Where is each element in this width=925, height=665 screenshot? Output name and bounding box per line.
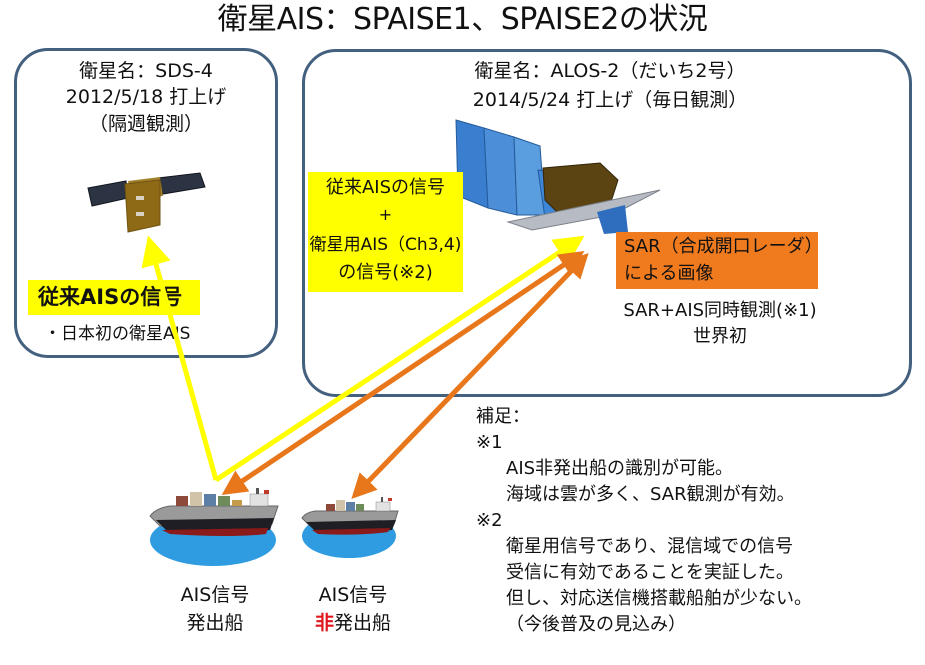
ship2-label-line2: 非発出船 [288,610,418,636]
sar-image-line-1: SAR（合成開口レーダ） [624,236,823,257]
combined-ais-line-2: + [378,205,393,224]
combined-ais-line-1: 従来AISの信号 [325,177,446,198]
note-1-mark: ※1 [476,432,503,453]
note-2-line-3: 但し、対応送信機搭載船舶が少ない。 [506,588,812,609]
alos2-name: 衛星名：ALOS-2（だいち2号） [474,60,746,82]
ship1-label-line1: AIS信号 [180,584,250,606]
sar-image-label [616,232,818,289]
sds4-observation: （隔週観測） [88,113,203,135]
sds4-bullet: ・日本初の衛星AIS [44,324,191,344]
ship1-label-text: 発出船 [186,612,244,634]
sar-ais-feature-2: 世界初 [693,326,747,347]
alos2-launch: 2014/5/24 打上げ（毎日観測） [472,89,748,111]
combined-ais-line-4: の信号(※2) [338,262,433,283]
ship2-label-text: 発出船 [334,612,392,634]
note-2-line-2: 受信に有効であることを実証した。 [506,562,794,583]
sar-image-line-2: による画像 [624,263,714,284]
notes-panel: 補足： ※1 AIS非発出船の識別が可能。 海域は雲が多く、SAR観測が有効。 … [476,404,916,638]
note-1-line-1: AIS非発出船の識別が可能。 [506,458,734,479]
sar-ais-feature-1: SAR+AIS同時観測(※1) [623,300,817,321]
page-title: 衛星AIS：SPAISE1、SPAISE2の状況 [217,2,708,37]
legacy-ais-label-text: 従来AISの信号 [38,285,183,309]
notes-heading: 補足： [476,406,530,427]
combined-ais-line-3: 衛星用AIS（Ch3,4) [309,235,462,255]
note-2-line-1: 衛星用信号であり、混信域での信号 [506,536,794,557]
note-2-line-4: （今後普及の見込み） [506,614,686,635]
non-emitting-mark: 非 [314,612,334,634]
note-2-mark: ※2 [476,510,503,531]
sds4-name: 衛星名：SDS-4 [79,60,213,82]
sds4-launch: 2012/5/18 打上げ [65,86,227,108]
ship1-label-line2: 発出船 [150,610,280,636]
note-1-line-2: 海域は雲が多く、SAR観測が有効。 [506,484,795,505]
ship2-label-line1: AIS信号 [318,584,388,606]
